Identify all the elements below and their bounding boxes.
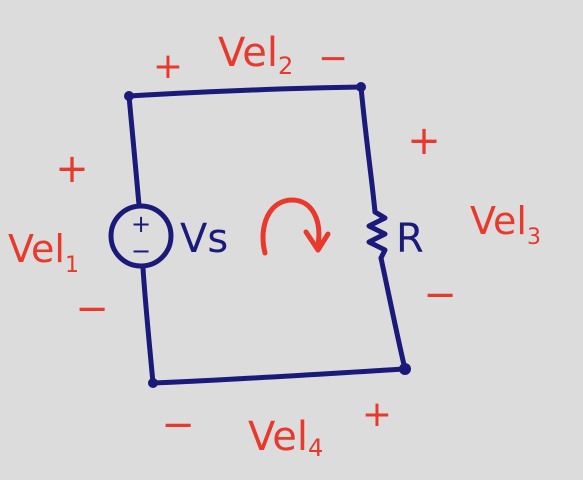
resistor-label: R <box>396 216 424 262</box>
vel2-label: Vel2 <box>218 30 293 80</box>
node-bottom-left <box>148 378 158 388</box>
node-top-right <box>356 82 366 92</box>
annotation-vel2: + Vel2 − <box>153 30 348 87</box>
vel4-minus: − <box>161 402 195 448</box>
annotation-vel3: + Vel3 − <box>407 118 541 318</box>
wire-right-lower <box>378 255 408 372</box>
wire-top <box>126 84 364 99</box>
wire-left-upper <box>126 93 142 208</box>
voltage-source-plus: + <box>131 210 151 238</box>
vel1-label: Vel1 <box>8 227 79 278</box>
vel4-label: Vel4 <box>248 414 323 462</box>
wire-left-lower <box>140 265 156 386</box>
wire-right-upper <box>358 84 378 215</box>
wire-bottom <box>150 366 408 386</box>
vel3-minus: − <box>423 272 457 318</box>
vel2-plus: + <box>153 46 183 87</box>
vel4-plus: + <box>362 394 392 435</box>
annotation-vel4: − Vel4 + <box>161 394 392 462</box>
voltage-source-circle <box>108 203 174 269</box>
vel3-plus: + <box>407 118 441 164</box>
voltage-source-minus: − <box>131 237 151 265</box>
vel1-plus: + <box>55 146 89 192</box>
vel2-minus: − <box>318 38 348 79</box>
annotation-vel1: + Vel1 − <box>8 146 109 332</box>
resistor <box>366 209 388 261</box>
source-label: Vs <box>180 216 228 262</box>
vel3-label: Vel3 <box>470 199 541 250</box>
vel1-minus: − <box>75 286 109 332</box>
voltage-source: + − <box>108 203 174 269</box>
node-bottom-right <box>399 363 411 375</box>
loop-current-arrow <box>260 197 331 256</box>
wires <box>126 84 408 386</box>
nodes <box>124 82 411 388</box>
node-top-left <box>124 91 134 101</box>
